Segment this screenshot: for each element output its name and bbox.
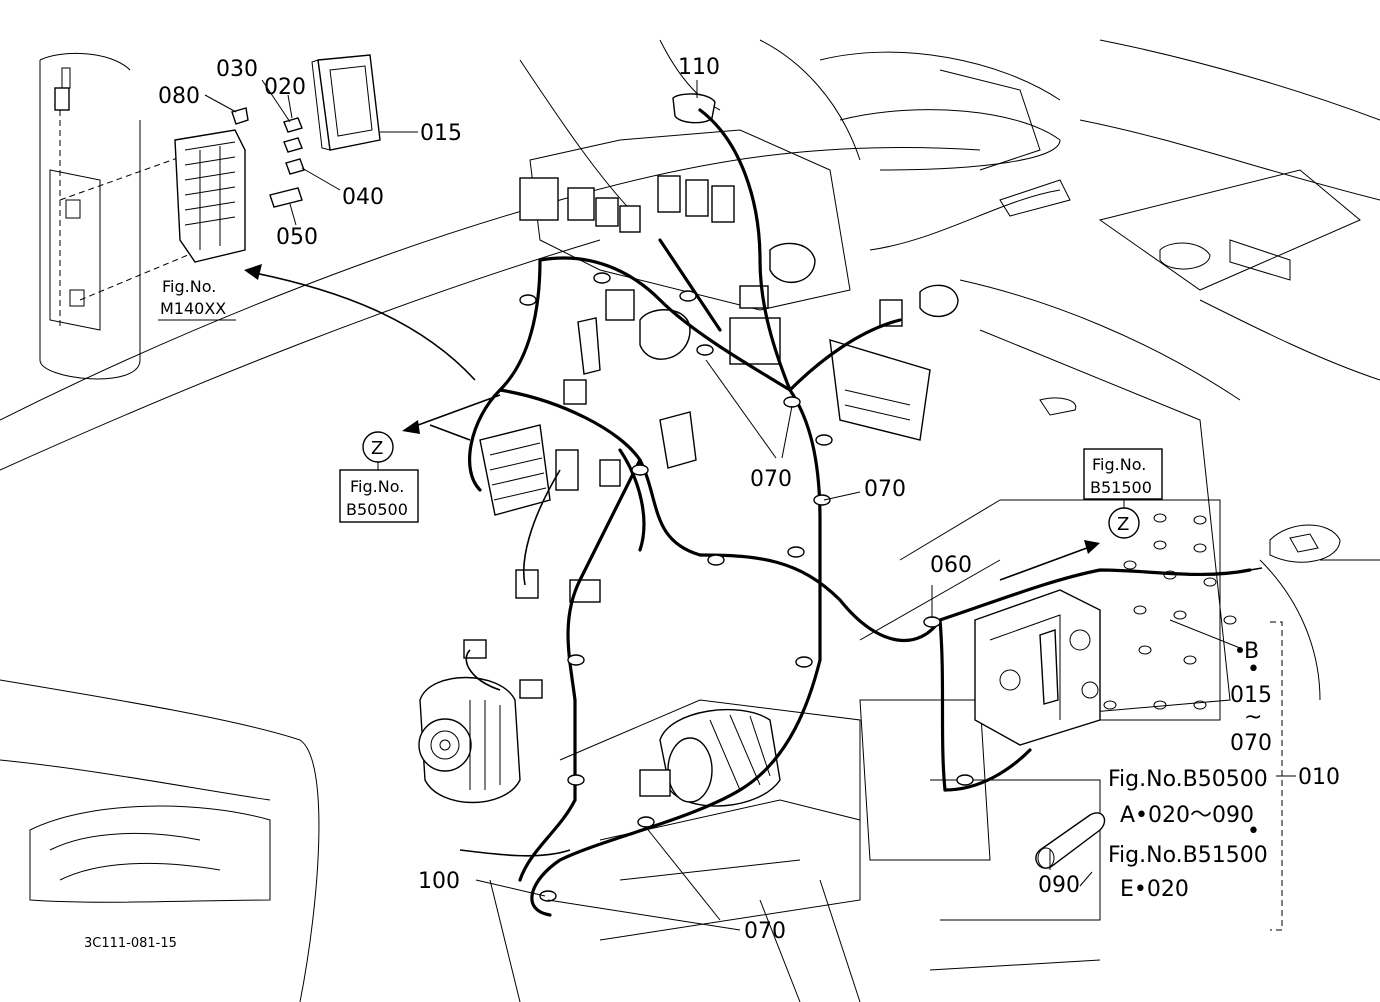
callout-015: 015 (420, 121, 462, 146)
ref-b51500-line1: Fig.No. (1092, 455, 1146, 474)
legend-a-range: A•020～090 (1120, 803, 1254, 828)
ref-b51500-z: Z (1117, 514, 1129, 535)
tractor-body-outline (0, 39, 1380, 1002)
callout-070-lower: 070 (744, 919, 786, 944)
ref-b51500: Fig.No. B51500 Z (1083, 448, 1163, 539)
callout-030: 030 (216, 57, 258, 82)
ref-b50500: Z Fig.No. B50500 (339, 431, 419, 523)
legend-tilde: ~ (1244, 705, 1262, 730)
reference-arrows (244, 264, 1100, 581)
ref-b50500-z: Z (371, 438, 383, 459)
callout-060: 060 (930, 553, 972, 578)
document-number: 3C111-081-15 (84, 936, 177, 951)
ref-m140xx-line2: M140XX (160, 299, 226, 318)
dashboard-relay-area (519, 93, 1071, 441)
legend-e-item: E•020 (1120, 877, 1189, 902)
callout-010: 010 (1298, 765, 1340, 790)
wiring-harness (429, 108, 1263, 917)
ref-m140xx-line1: Fig.No. (162, 277, 216, 296)
callout-leaders (204, 79, 1296, 931)
callout-labels: 110 030 020 080 015 040 050 070 070 060 … (158, 55, 1340, 944)
callout-080: 080 (158, 84, 200, 109)
ref-b50500-line2: B50500 (346, 500, 408, 519)
legend-015: 015 (1230, 683, 1272, 708)
starter-motor (639, 708, 781, 807)
legend-dot-2: • (1247, 819, 1260, 844)
callout-110: 110 (678, 55, 720, 80)
legend-dot-1: • (1247, 657, 1260, 682)
callout-100: 100 (418, 869, 460, 894)
callout-090: 090 (1038, 873, 1080, 898)
legend-b: B (1244, 639, 1259, 664)
callout-040: 040 (342, 185, 384, 210)
ref-m140xx: Fig.No. M140XX (158, 277, 236, 321)
legend-fig-b51500: Fig.No.B51500 (1108, 843, 1268, 868)
fuse-box-detail (49, 54, 381, 331)
alternator (418, 676, 521, 804)
callout-020: 020 (264, 75, 306, 100)
hydraulic-valve (974, 589, 1101, 746)
center-connector-cluster (463, 317, 697, 699)
callout-070-mid: 070 (864, 477, 906, 502)
parts-legend: B • 015 ~ 070 Fig.No.B50500 A•020～090 • … (1108, 639, 1272, 902)
ref-b50500-line1: Fig.No. (350, 477, 404, 496)
legend-fig-b50500: Fig.No.B50500 (1108, 767, 1268, 792)
legend-070: 070 (1230, 731, 1272, 756)
callout-050: 050 (276, 225, 318, 250)
floor-plate-holes (1103, 513, 1237, 710)
callout-070-upper: 070 (750, 467, 792, 492)
ref-b51500-line2: B51500 (1090, 478, 1152, 497)
sleeve-part-090 (1035, 812, 1106, 869)
